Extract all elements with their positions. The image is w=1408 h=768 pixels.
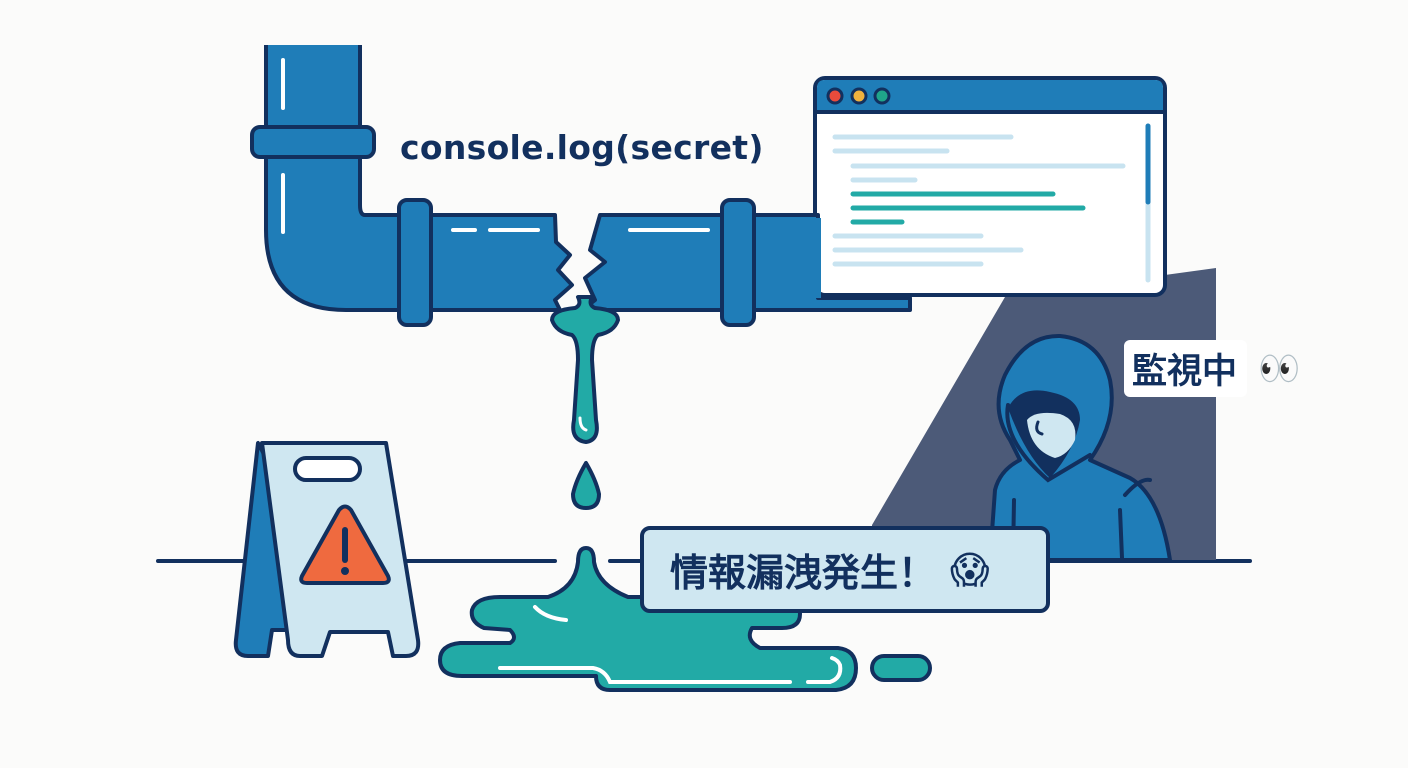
maximize-dot-icon: [873, 87, 891, 105]
pipe-coupling-top: [250, 125, 376, 159]
browser-window: [813, 76, 1167, 297]
watching-bubble: 監視中 👀: [1124, 340, 1300, 397]
code-lines: [832, 134, 1126, 267]
pipe-coupling-right: [720, 198, 756, 327]
close-dot-icon: [826, 87, 844, 105]
code-snippet-label: console.log(secret): [400, 128, 764, 167]
pipe: [250, 45, 912, 327]
leak-alert-text: 情報漏洩発生！: [670, 551, 937, 595]
scream-face-icon: 😱: [950, 547, 990, 592]
leak-drips: [550, 295, 620, 510]
warning-sign: [233, 441, 421, 658]
leak-alert-bubble: 情報漏洩発生！ 😱: [640, 526, 1050, 613]
pipe-coupling-left: [397, 198, 433, 327]
watching-text: 監視中: [1132, 352, 1238, 392]
eyes-icon: 👀: [1258, 348, 1301, 389]
minimize-dot-icon: [850, 87, 868, 105]
